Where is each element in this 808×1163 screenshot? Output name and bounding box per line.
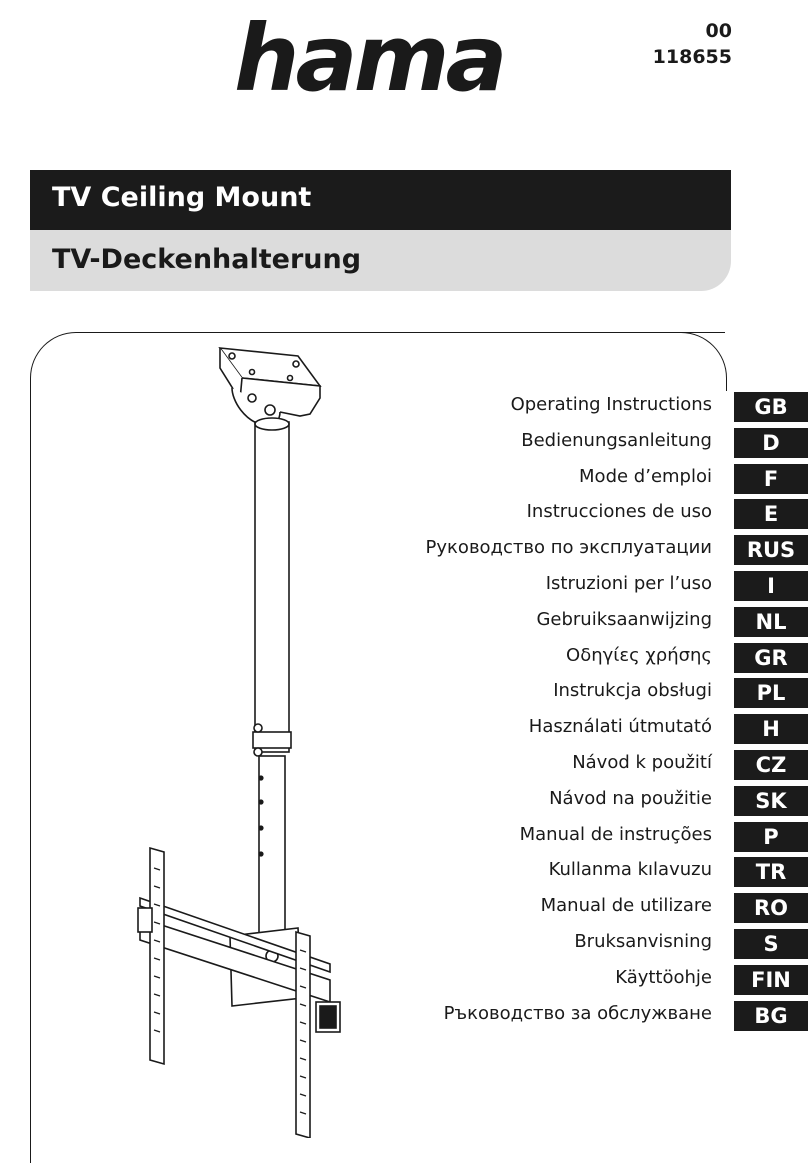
ceiling-mount-illustration bbox=[137, 347, 341, 1138]
language-name: Руководство по эксплуатации bbox=[425, 537, 712, 559]
language-row-nl: Gebruiksaanwijzing NL bbox=[380, 605, 808, 641]
language-name: Operating Instructions bbox=[510, 394, 712, 415]
language-row-gb: Operating Instructions GB bbox=[380, 390, 808, 426]
language-row-fin: Käyttöohje FIN bbox=[380, 963, 808, 999]
language-code-badge: GR bbox=[734, 642, 808, 673]
language-row-f: Mode d’emploi F bbox=[380, 462, 808, 498]
language-row-gr: Οδηγίες χρήσης GR bbox=[380, 641, 808, 677]
language-name: Manual de utilizare bbox=[540, 895, 712, 917]
language-name: Käyttöohje bbox=[615, 966, 712, 988]
language-row-p: Manual de instruções P bbox=[380, 820, 808, 856]
language-code-badge: NL bbox=[734, 606, 808, 637]
language-code-badge: F bbox=[734, 463, 808, 494]
svg-text:hama: hama bbox=[234, 16, 504, 108]
title-primary: TV Ceiling Mount bbox=[52, 182, 312, 213]
language-name: Ръководство за обслужване bbox=[443, 1002, 712, 1024]
language-code-badge: BG bbox=[734, 1000, 808, 1031]
language-name: Instrukcja obsługi bbox=[553, 680, 712, 702]
language-code-badge: D bbox=[734, 427, 808, 458]
language-name: Bruksanvisning bbox=[574, 930, 712, 952]
language-row-s: Bruksanvisning S bbox=[380, 927, 808, 963]
language-code-badge: FIN bbox=[734, 964, 808, 995]
language-row-tr: Kullanma kılavuzu TR bbox=[380, 855, 808, 891]
language-code-badge: S bbox=[734, 928, 808, 959]
language-code-badge: PL bbox=[734, 678, 808, 709]
language-code-badge: RUS bbox=[734, 535, 808, 566]
language-row-cz: Návod k použití CZ bbox=[380, 748, 808, 784]
content-frame bbox=[30, 332, 725, 1163]
language-name: Mode d’emploi bbox=[579, 465, 712, 487]
language-row-sk: Návod na použitie SK bbox=[380, 784, 808, 820]
language-code-badge: H bbox=[734, 714, 808, 745]
language-name: Kullanma kılavuzu bbox=[548, 859, 712, 881]
language-row-ro: Manual de utilizare RO bbox=[380, 891, 808, 927]
title-band-secondary: TV-Deckenhalterung bbox=[30, 230, 731, 291]
language-row-i: Istruzioni per l’uso I bbox=[380, 569, 808, 605]
language-row-pl: Instrukcja obsługi PL bbox=[380, 676, 808, 712]
language-code-badge: E bbox=[734, 499, 808, 530]
language-name: Használati útmutató bbox=[528, 716, 712, 738]
language-name: Manual de instruções bbox=[519, 823, 712, 845]
language-row-d: Bedienungsanleitung D bbox=[380, 426, 808, 462]
language-row-rus: Руководство по эксплуатации RUS bbox=[380, 533, 808, 569]
language-row-h: Használati útmutató H bbox=[380, 712, 808, 748]
title-band-primary: TV Ceiling Mount bbox=[30, 170, 731, 230]
hama-logo: hama bbox=[234, 16, 508, 108]
language-code-badge: RO bbox=[734, 893, 808, 924]
language-row-e: Instrucciones de uso E bbox=[380, 497, 808, 533]
language-code-badge: CZ bbox=[734, 749, 808, 780]
language-row-bg: Ръководство за обслужване BG bbox=[380, 999, 808, 1035]
language-name: Istruzioni per l’uso bbox=[545, 572, 712, 594]
title-secondary: TV-Deckenhalterung bbox=[52, 244, 362, 275]
article-codes: 00 118655 bbox=[653, 18, 732, 70]
language-code-badge: SK bbox=[734, 785, 808, 816]
code-line-2: 118655 bbox=[652, 46, 732, 68]
language-code-badge: P bbox=[734, 821, 808, 852]
language-code-badge: I bbox=[734, 570, 808, 601]
language-name: Gebruiksaanwijzing bbox=[536, 608, 712, 630]
language-list: Operating Instructions GB Bedienungsanlei… bbox=[380, 390, 808, 1034]
code-line-1: 00 bbox=[705, 20, 732, 42]
language-name: Návod k použití bbox=[572, 751, 712, 773]
language-code-badge: TR bbox=[734, 857, 808, 888]
language-name: Návod na použitie bbox=[549, 787, 712, 809]
language-name: Bedienungsanleitung bbox=[521, 429, 712, 451]
language-name: Οδηγίες χρήσης bbox=[566, 644, 712, 666]
language-name: Instrucciones de uso bbox=[526, 501, 712, 523]
language-code-badge: GB bbox=[734, 392, 808, 422]
